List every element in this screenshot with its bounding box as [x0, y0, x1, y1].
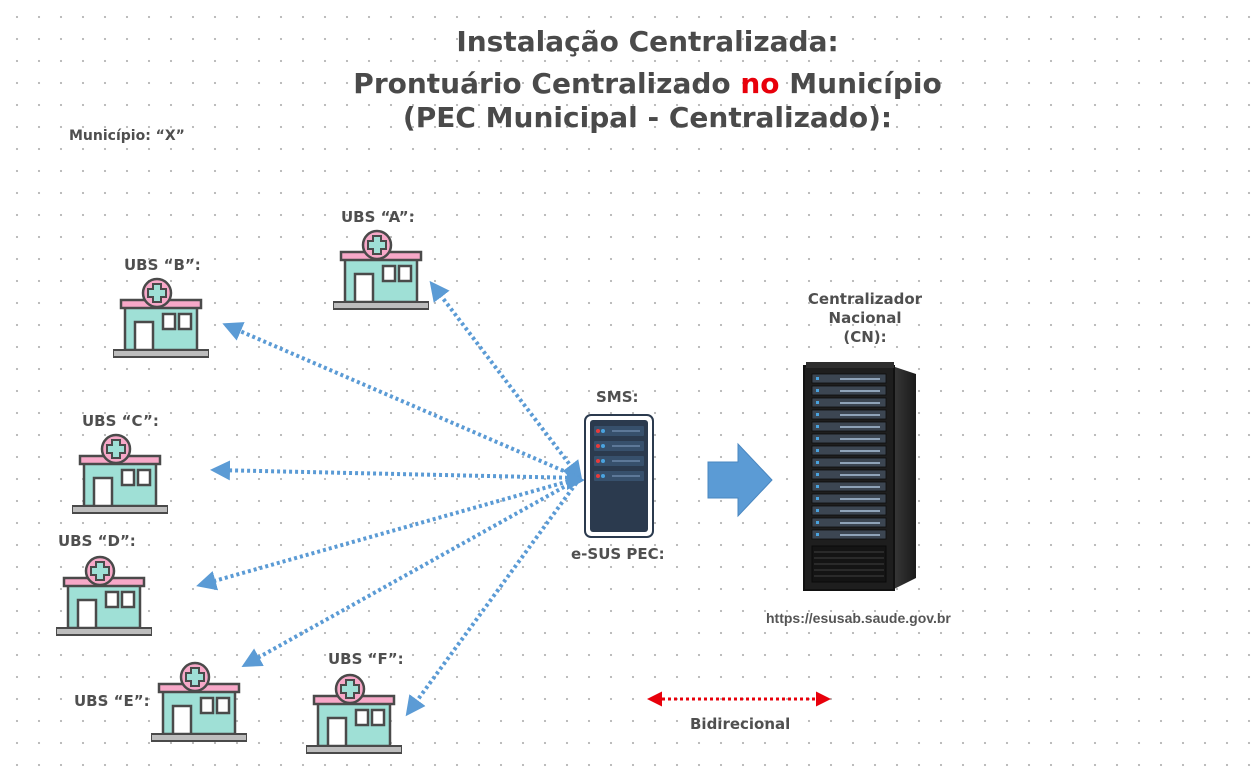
cn-label-line-1: Centralizador	[807, 290, 923, 308]
cn-label-line-2: Nacional	[828, 309, 902, 327]
link-sms-ubs-b	[222, 322, 581, 480]
cn-url: https://esusab.saude.gov.br	[766, 610, 951, 626]
clinic-icon	[151, 661, 247, 742]
clinic-icon	[56, 555, 152, 636]
title-highlight: no	[740, 67, 780, 100]
ubs-e-label: UBS “E”:	[74, 692, 150, 710]
right-arrow-icon	[707, 442, 773, 518]
link-sms-ubs-e	[241, 476, 581, 667]
title-line-2-part1: Prontuário Centralizado	[353, 67, 741, 100]
link-sms-ubs-a	[429, 280, 583, 482]
cn-label-line-3: (CN):	[843, 328, 887, 346]
link-sms-ubs-f	[405, 476, 582, 717]
title-line-3: (PEC Municipal - Centralizado):	[402, 101, 893, 134]
ubs-f-label: UBS “F”:	[328, 650, 404, 668]
title-line-2: Prontuário Centralizado no Município	[20, 70, 1255, 98]
link-hub-arrowhead	[567, 472, 585, 490]
clinic-icon	[113, 277, 209, 358]
server-icon	[584, 414, 654, 538]
sms-label: SMS:	[596, 388, 639, 406]
server-rack-icon	[803, 362, 916, 591]
link-sms-ubs-d	[196, 476, 581, 591]
clinic-icon	[306, 673, 402, 754]
clinic-icon	[333, 229, 429, 310]
title-line-1: Instalação Centralizada:	[456, 25, 839, 58]
link-sms-ubs-c	[210, 460, 581, 481]
esus-pec-label: e-SUS PEC:	[571, 545, 665, 563]
municipio-label: Município: “X”	[69, 128, 185, 144]
clinic-icon	[72, 433, 168, 514]
ubs-b-label: UBS “B”:	[124, 256, 201, 274]
title-line-2-part2: Município	[779, 67, 942, 100]
ubs-a-label: UBS “A”:	[341, 208, 415, 226]
ubs-d-label: UBS “D”:	[58, 532, 136, 550]
ubs-c-label: UBS “C”:	[82, 412, 159, 430]
legend-bidirectional-label: Bidirecional	[690, 715, 791, 733]
